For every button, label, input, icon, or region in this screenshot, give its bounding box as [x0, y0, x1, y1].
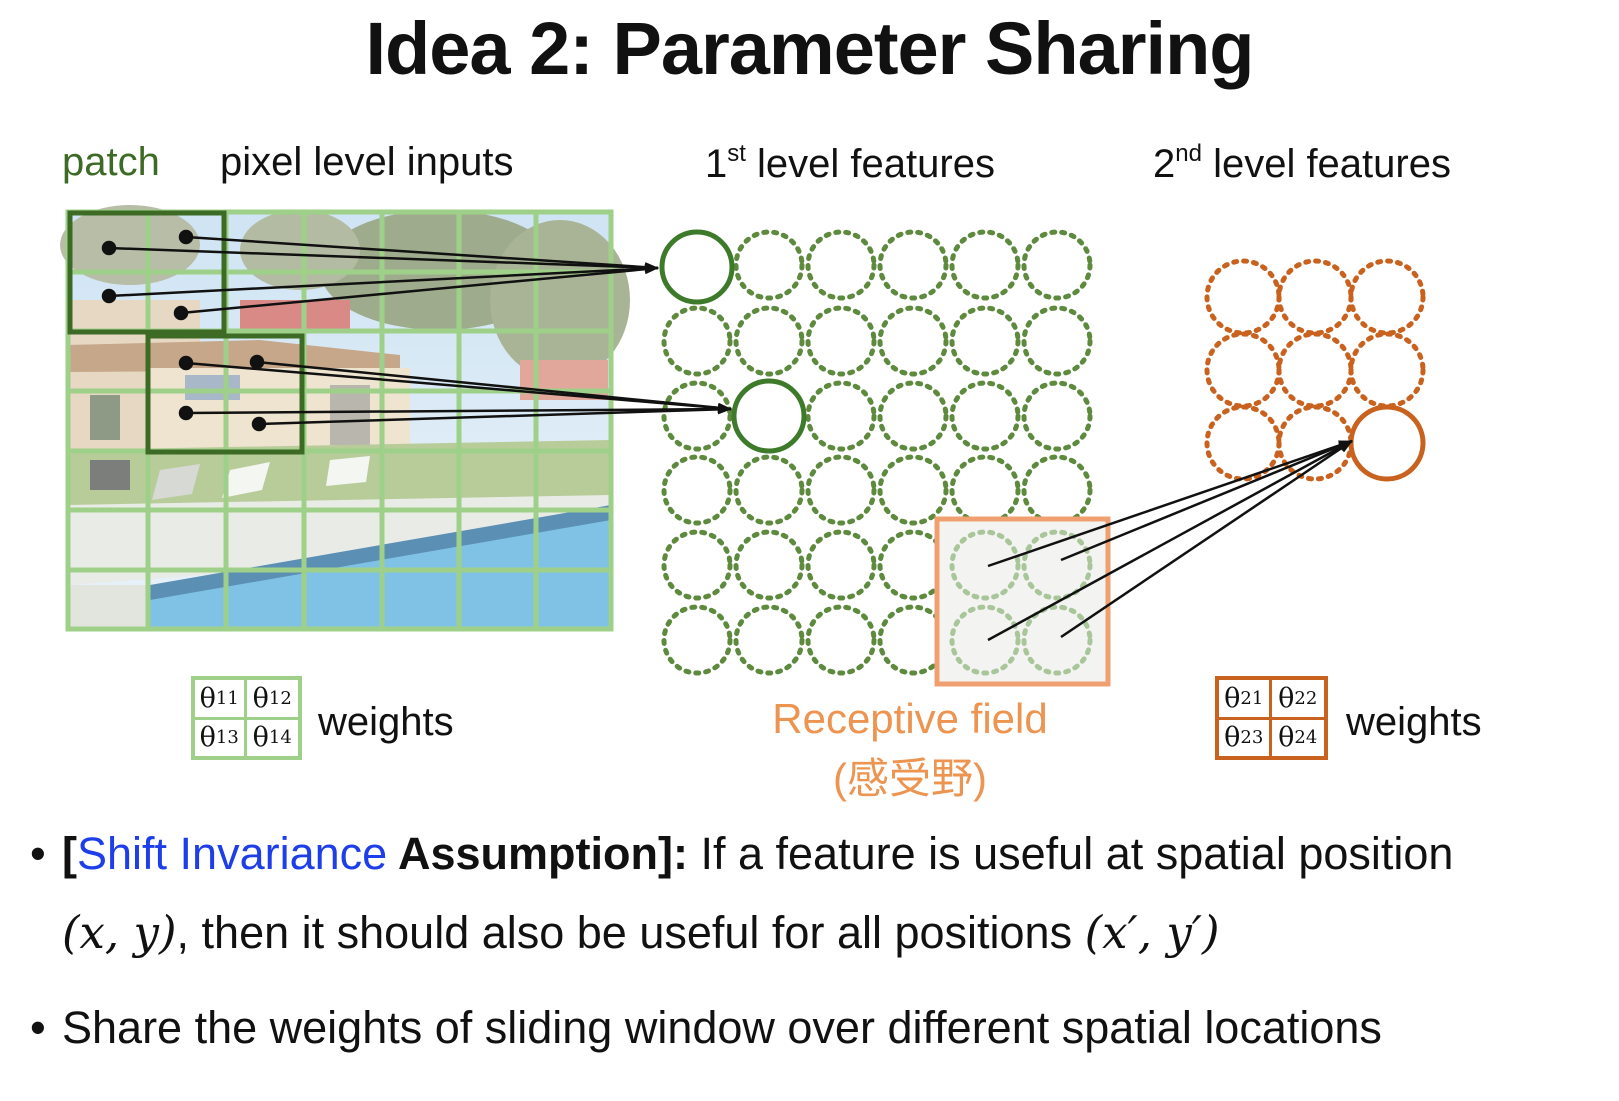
bullet-share-weights: •Share the weights of sliding window ove…: [30, 1002, 1382, 1053]
first-level-feature-grid: [661, 229, 1093, 676]
first-level-feature-active-2: [731, 378, 807, 454]
first-level-label: 1st level features: [705, 140, 995, 186]
parameter-sharing-diagram: [60, 205, 1426, 687]
bullet-shift-invariance-continued: (x, y), then it should also be useful fo…: [62, 906, 1220, 959]
bullet-shift-invariance: •[Shift Invariance Assumption]: If a fea…: [30, 828, 1454, 879]
patch-2-connections: [178, 354, 732, 432]
patch-label: patch: [62, 140, 160, 184]
patch-1-connections: [101, 229, 659, 321]
receptive-field-box: [934, 516, 1111, 687]
receptive-field-label: Receptive field: [772, 695, 1048, 742]
second-level-feature-grid: [1204, 258, 1426, 482]
second-level-feature-active: [1348, 404, 1426, 482]
patch-box-1: [67, 210, 227, 335]
first-level-feature-active-1: [659, 229, 735, 305]
shift-invariance-term: Shift Invariance: [77, 828, 388, 879]
pixel-inputs-label: pixel level inputs: [220, 140, 514, 184]
second-level-label: 2nd level features: [1153, 140, 1451, 186]
first-weights-label: weights: [318, 700, 454, 744]
receptive-field-chinese-label: (感受野): [833, 755, 987, 802]
slide-title: Idea 2: Parameter Sharing: [365, 7, 1254, 90]
pixel-grid: [65, 209, 614, 632]
receptive-field-connections: [987, 439, 1353, 642]
second-weights-label: weights: [1346, 700, 1482, 744]
patch-box-2: [145, 333, 305, 455]
